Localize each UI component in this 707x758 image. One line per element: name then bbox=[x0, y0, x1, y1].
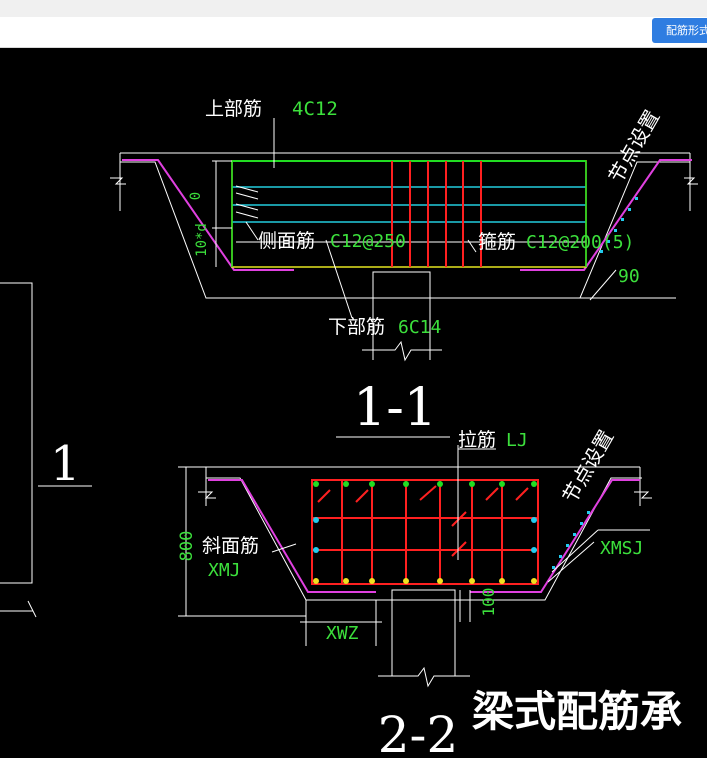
beam-cage bbox=[311, 479, 539, 585]
xwz-label: XWZ bbox=[326, 623, 359, 644]
window-title-bar bbox=[0, 0, 707, 17]
stirrup-label: 箍筋 bbox=[478, 231, 516, 253]
column-1 bbox=[372, 271, 431, 360]
tie-bar-label: 拉筋 bbox=[458, 429, 496, 451]
section-1-1: 0 10*d 上部筋 4C12 侧面筋 C12@250 箍筋 C12@200(5… bbox=[110, 98, 698, 438]
stirrups bbox=[391, 161, 482, 267]
break-symbol bbox=[362, 340, 442, 362]
break-symbol bbox=[684, 177, 698, 185]
dim-100: 100 bbox=[479, 588, 498, 617]
side-bar-value: C12@250 bbox=[330, 231, 406, 252]
rebar-dots bbox=[313, 481, 537, 584]
section-title-2-2: 2-2 bbox=[378, 706, 459, 758]
toolbar: 配筋形式 bbox=[0, 17, 707, 48]
dim-zero: 0 bbox=[188, 192, 204, 200]
break-symbol bbox=[110, 177, 126, 185]
top-bar-value: 4C12 bbox=[292, 98, 338, 120]
stirrup-value: C12@200(5) bbox=[526, 232, 634, 253]
section-title-1-1: 1-1 bbox=[353, 378, 437, 438]
left-section-fragment: 1 bbox=[0, 282, 92, 618]
top-bar-label: 上部筋 bbox=[205, 98, 262, 120]
dim-height: 800 bbox=[177, 531, 197, 562]
column-2 bbox=[391, 589, 456, 676]
slope-bar-left bbox=[122, 159, 294, 271]
slope-bar-label: 斜面筋 bbox=[202, 535, 259, 557]
tie-bar-value: LJ bbox=[506, 430, 528, 451]
node-setting-label: 节点设置 bbox=[604, 106, 665, 187]
slope-bar-value: XMJ bbox=[208, 560, 241, 581]
cad-canvas[interactable]: 1 bbox=[0, 48, 707, 758]
reinforcement-form-button[interactable]: 配筋形式 bbox=[652, 18, 707, 43]
dim-anchor-length: 10*d bbox=[194, 223, 210, 257]
slope-bar-right bbox=[520, 159, 692, 271]
bottom-title: 梁式配筋承 bbox=[472, 687, 682, 736]
side-bar-label: 侧面筋 bbox=[258, 230, 315, 252]
xmsj-label: XMSJ bbox=[600, 538, 643, 559]
bottom-bar-label: 下部筋 bbox=[328, 316, 385, 338]
angle-value: 90 bbox=[618, 266, 640, 287]
left-section-label: 1 bbox=[50, 436, 81, 492]
section-2-2: 800 bbox=[177, 426, 652, 758]
slope-bar-right bbox=[470, 479, 640, 593]
pit-outline-2 bbox=[206, 477, 642, 601]
slope-bar-left bbox=[208, 479, 376, 593]
cad-drawing: 1 bbox=[0, 98, 698, 758]
bottom-bar-value: 6C14 bbox=[398, 317, 441, 338]
node-dots bbox=[600, 197, 638, 253]
